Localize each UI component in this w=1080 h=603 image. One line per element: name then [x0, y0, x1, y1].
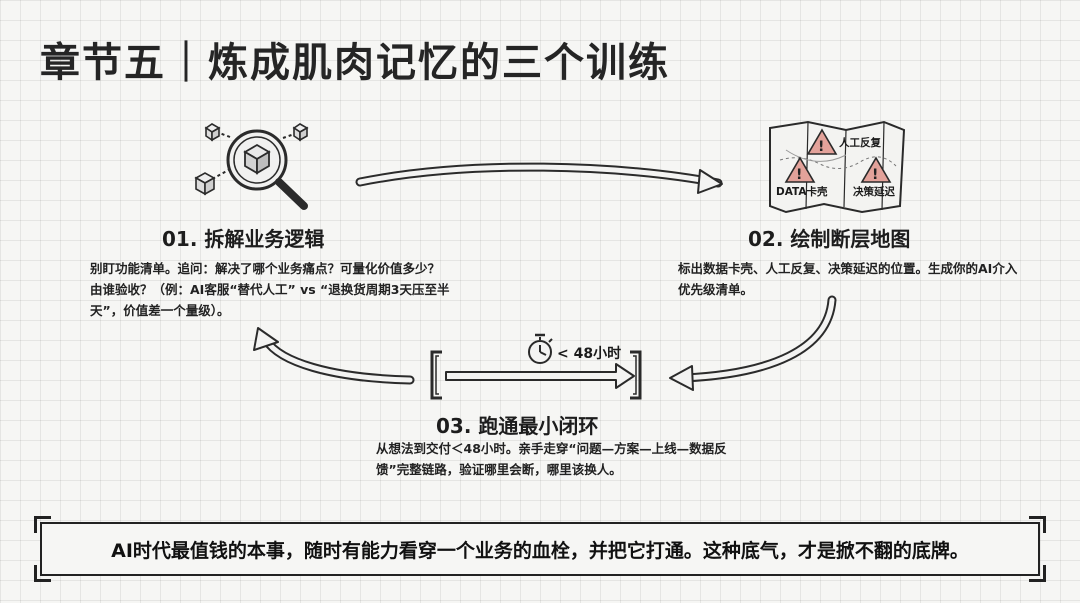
- map-label-data: DATA卡壳: [776, 185, 828, 198]
- step3-description: 从想法到交付＜48小时。亲手走穿“问题—方案—上线—数据反馈”完整链路，验证哪里…: [376, 441, 727, 477]
- step1-description: 别盯功能清单。追问：解决了哪个业务痛点？可量化价值多少？由谁验收？（例：AI客服…: [90, 261, 450, 318]
- arrow-step3-to-step1: [253, 327, 415, 385]
- map-label-decision: 决策延迟: [853, 185, 895, 198]
- timer-label: < 48小时: [557, 345, 621, 362]
- step2-description: 标出数据卡壳、人工反复、决策延迟的位置。生成你的AI介入优先级清单。: [678, 261, 1018, 297]
- map-label-human: 人工反复: [839, 136, 881, 149]
- magnifier-cube-icon: [194, 123, 309, 210]
- svg-text:!: !: [872, 167, 878, 183]
- arrow-step1-to-step2: [355, 162, 723, 194]
- banner-corner: [1029, 516, 1046, 533]
- svg-text:!: !: [818, 139, 824, 155]
- stopwatch-icon: [528, 333, 553, 364]
- loop-bracket-arrow: [430, 350, 642, 400]
- step3-title: 03. 跑通最小闭环: [436, 414, 599, 438]
- banner-corner: [34, 565, 51, 582]
- banner-corner: [1029, 565, 1046, 582]
- svg-text:!: !: [796, 167, 802, 183]
- step1-title: 01. 拆解业务逻辑: [162, 227, 325, 251]
- banner-corner: [34, 516, 51, 533]
- folded-map-warning-icon: ! ! ! 人工反复 DATA卡壳 决策延迟: [769, 120, 906, 214]
- conclusion-banner: AI时代最值钱的本事，随时有能力看穿一个业务的血栓，并把它打通。这种底气，才是掀…: [34, 516, 1046, 582]
- page-title: 章节五｜炼成肌肉记忆的三个训练: [40, 40, 670, 86]
- arrow-step2-to-step3: [669, 295, 837, 391]
- step2-title: 02. 绘制断层地图: [748, 227, 911, 251]
- conclusion-text: AI时代最值钱的本事，随时有能力看穿一个业务的血栓，并把它打通。这种底气，才是掀…: [111, 539, 969, 562]
